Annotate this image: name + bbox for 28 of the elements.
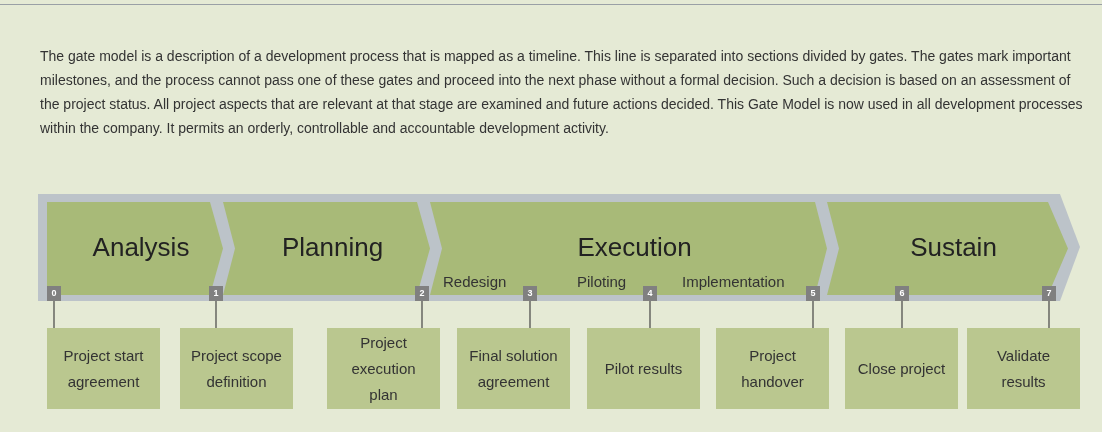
gate-number: 5: [806, 286, 820, 301]
connector-line: [421, 300, 423, 329]
description-paragraph: The gate model is a description of a development process that is mapped as a timeline. This line is separated into sections divided by gates. The gates mark important milestones, and the process cannot pass one of these gates and proceed into the next phase without a formal decision. Such a decision is based on an assessment of the project status. All project aspects that are relevant at that stage are examined and future actions decided. This Gate Model is now used in all development processes within the company. It permits an orderly, controllable and accountable development activity.: [40, 47, 1084, 138]
connector-line: [53, 300, 55, 329]
milestone-box: Pilot results: [587, 328, 700, 409]
gate-number: 0: [47, 286, 61, 301]
gate-number: 7: [1042, 286, 1056, 301]
gate-number: 6: [895, 286, 909, 301]
connector-line: [529, 300, 531, 329]
milestone-box: Validate results: [967, 328, 1080, 409]
connector-line: [812, 300, 814, 329]
connector-line: [649, 300, 651, 329]
subphase-label: Implementation: [682, 272, 785, 292]
milestone-box: Project start agreement: [47, 328, 160, 409]
connector-line: [901, 300, 903, 329]
milestone-box: Close project: [845, 328, 958, 409]
connector-line: [1048, 300, 1050, 329]
subphase-label: Redesign: [443, 272, 507, 292]
milestone-box: Final solution agreement: [457, 328, 570, 409]
milestone-box: Project handover: [716, 328, 829, 409]
milestone-box: Project execution plan: [327, 328, 440, 409]
gate-number: 2: [415, 286, 429, 301]
gate-number: 4: [643, 286, 657, 301]
gate-number: 1: [209, 286, 223, 301]
gate-number: 3: [523, 286, 537, 301]
connector-line: [215, 300, 217, 329]
subphase-label: Piloting: [577, 272, 627, 292]
milestone-box: Project scope definition: [180, 328, 293, 409]
